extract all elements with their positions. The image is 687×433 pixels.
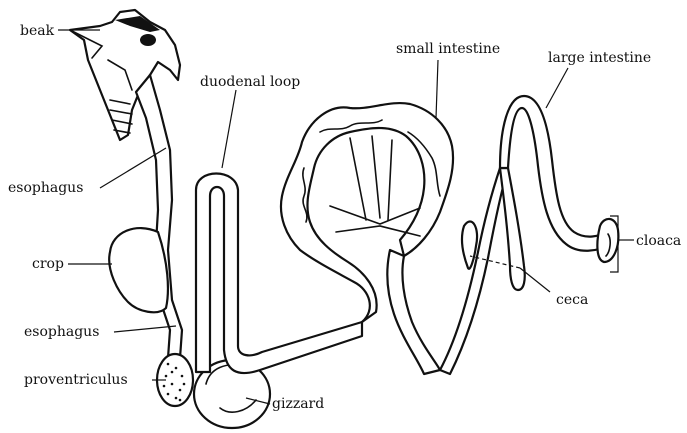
leader-lines [58, 29, 634, 405]
ceca [438, 166, 526, 376]
bird-head [68, 8, 182, 142]
label-esophagus-upper: esophagus [8, 180, 83, 196]
label-esophagus-lower: esophagus [24, 324, 99, 340]
small-intestine [279, 102, 455, 376]
label-beak: beak [20, 23, 55, 39]
labels: beak esophagus crop esophagus proventric… [8, 23, 681, 412]
crop [108, 227, 170, 314]
label-large-intestine: large intestine [548, 50, 651, 66]
label-cloaca: cloaca [636, 233, 681, 249]
label-ceca: ceca [556, 292, 588, 308]
label-proventriculus: proventriculus [24, 372, 128, 388]
label-small-intestine: small intestine [396, 41, 500, 57]
label-duodenal-loop: duodenal loop [200, 74, 300, 90]
label-crop: crop [32, 256, 64, 272]
label-gizzard: gizzard [272, 396, 324, 412]
cloaca [596, 215, 620, 273]
esophagus [134, 73, 184, 360]
